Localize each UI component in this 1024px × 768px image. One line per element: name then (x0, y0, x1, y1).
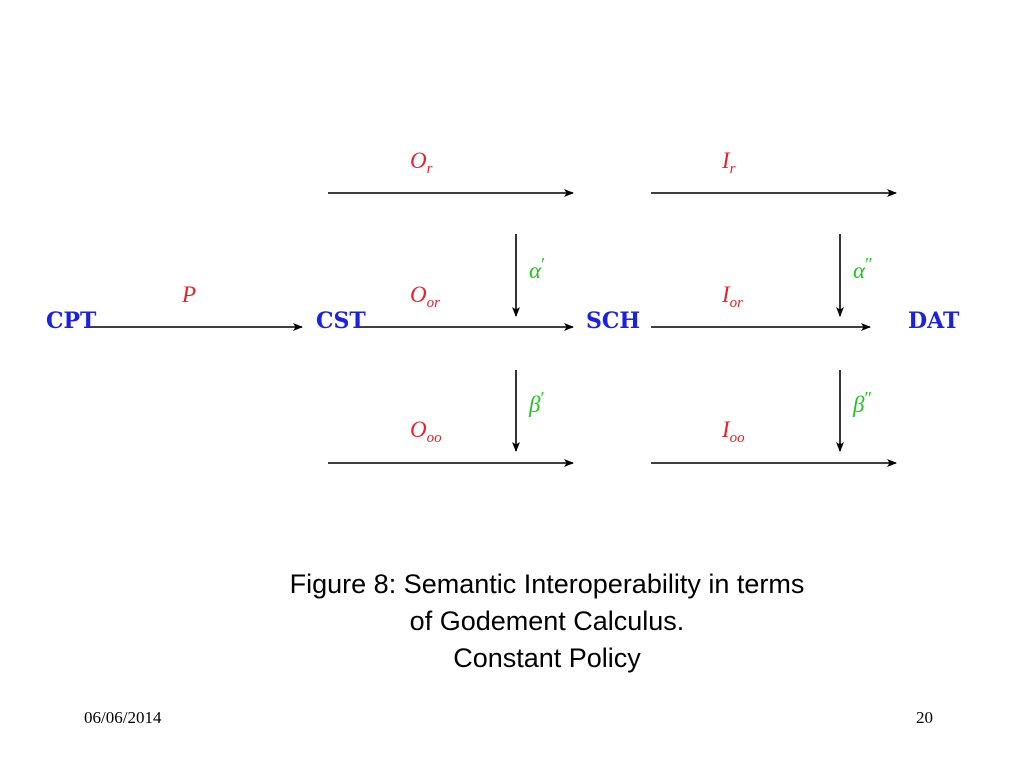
caption-line-1: Figure 8: Semantic Interoperability in t… (289, 569, 805, 599)
node-sch: SCH (586, 308, 640, 334)
caption-line-3: Constant Policy (453, 643, 641, 673)
node-cpt: CPT (46, 308, 97, 334)
label-o-or: Oor (410, 282, 440, 311)
caption-line-2: of Godement Calculus. (409, 606, 685, 636)
label-o-r: Or (410, 148, 433, 177)
label-alpha-prime: α′ (529, 254, 545, 283)
page-number: 20 (916, 708, 933, 727)
node-cst: CST (316, 308, 366, 334)
node-dat: DAT (908, 308, 960, 334)
label-i-r: Ir (721, 148, 736, 177)
label-beta-prime: β′ (528, 388, 544, 417)
label-i-oo: Ioo (721, 417, 745, 446)
label-i-or: Ior (721, 282, 743, 311)
label-p: P (181, 282, 196, 307)
label-beta-double-prime: β″ (852, 388, 872, 417)
label-o-oo: Ooo (410, 417, 442, 446)
figure-caption: Figure 8: Semantic Interoperability in t… (212, 566, 882, 677)
label-alpha-double-prime: α″ (853, 254, 873, 283)
godement-calculus-diagram: CPT CST SCH DAT P Or Oor Ooo Ir Ior Ioo … (46, 148, 960, 467)
footer-date: 06/06/2014 (84, 708, 162, 727)
